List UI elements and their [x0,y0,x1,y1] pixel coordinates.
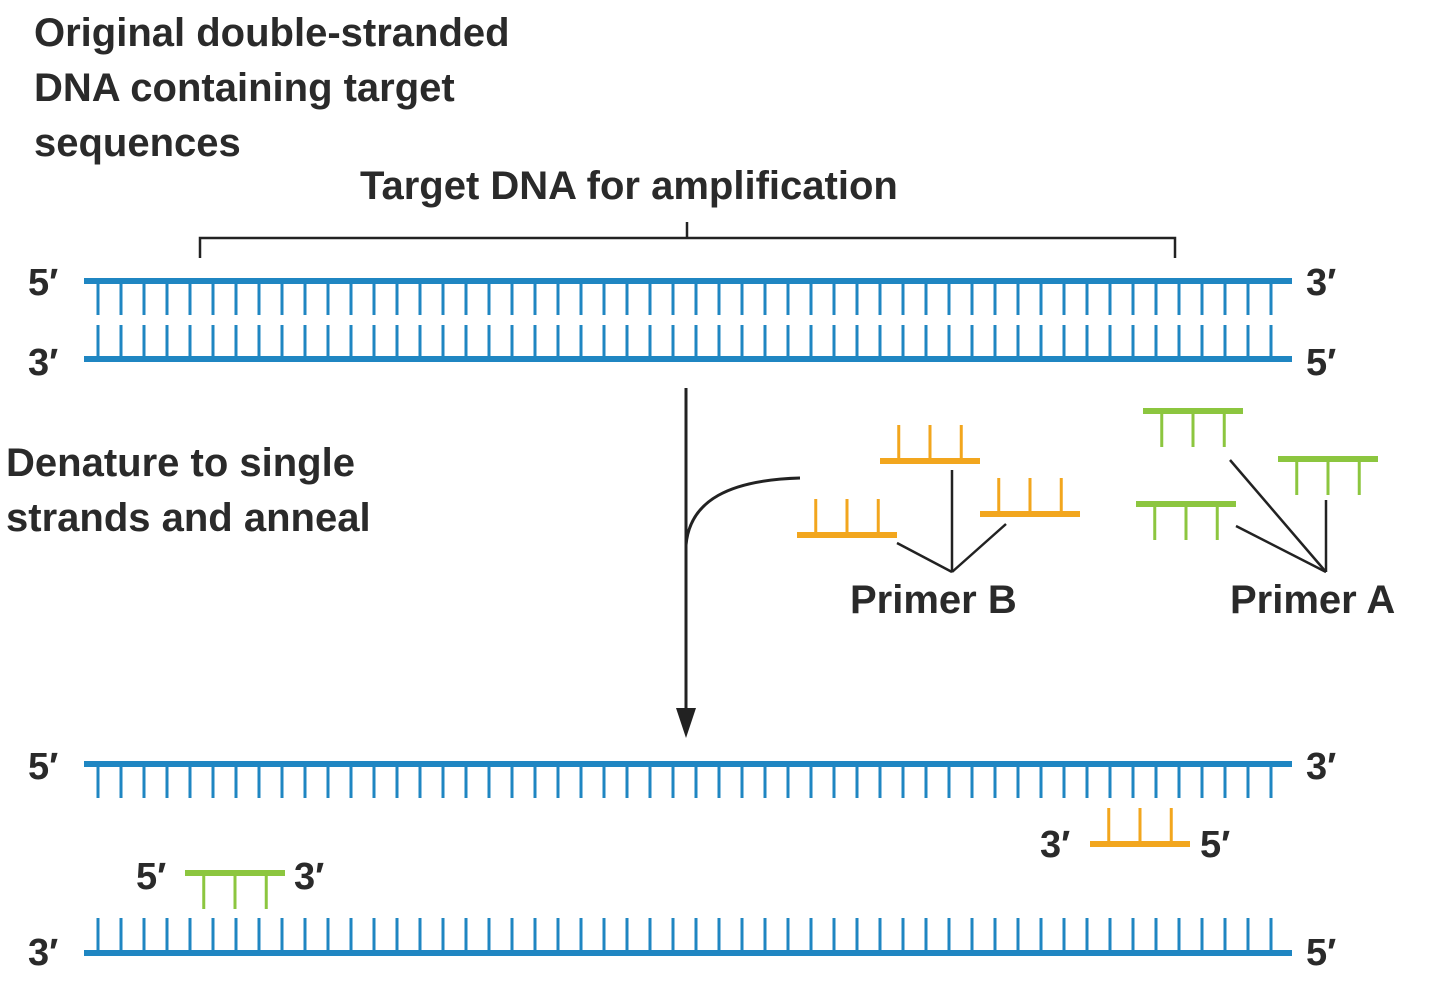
target-bracket [198,222,1177,258]
base-pair-rungs [96,283,1273,357]
annealed-primer-b [1090,808,1190,847]
bottom-lower-right-end: 5′ [1306,932,1337,974]
target-dna-label: Target DNA for amplification [360,164,898,208]
primer-b-leader-lines [896,470,1007,574]
denature-label: Denature to single strands and anneal [6,436,371,546]
denature-line-1: Denature to single [6,441,355,485]
annealed-primer-b-3-end: 3′ [1040,824,1071,866]
upper-single-strand-bases [96,766,1273,798]
title-line-1: Original double-stranded [34,11,510,55]
primer-a-label: Primer A [1230,578,1396,622]
bottom-upper-left-end: 5′ [28,746,59,788]
top-upper-left-end: 5′ [28,262,59,304]
annealed-primer-b-5-end: 5′ [1200,824,1231,866]
denature-line-2: strands and anneal [6,496,371,540]
bottom-lower-left-end: 3′ [28,932,59,974]
top-upper-right-end: 3′ [1306,262,1337,304]
top-lower-left-end: 3′ [28,342,59,384]
title-label: Original double-stranded DNA containing … [34,6,510,171]
primer-a-molecules [1136,408,1378,540]
process-arrow [684,388,801,710]
top-lower-right-end: 5′ [1306,342,1337,384]
primer-b-label: Primer B [850,578,1017,622]
lower-single-strand-bases [96,918,1273,951]
arrow-head [676,708,696,738]
bottom-upper-right-end: 3′ [1306,746,1337,788]
title-line-3: sequences [34,121,241,165]
annealed-primer-a-3-end: 3′ [294,856,325,898]
title-line-2: DNA containing target [34,66,455,110]
annealed-primer-a-5-end: 5′ [136,856,167,898]
primer-b-molecules [797,425,1080,538]
primer-a-leader-lines [1229,459,1328,574]
annealed-primer-a [185,870,285,909]
